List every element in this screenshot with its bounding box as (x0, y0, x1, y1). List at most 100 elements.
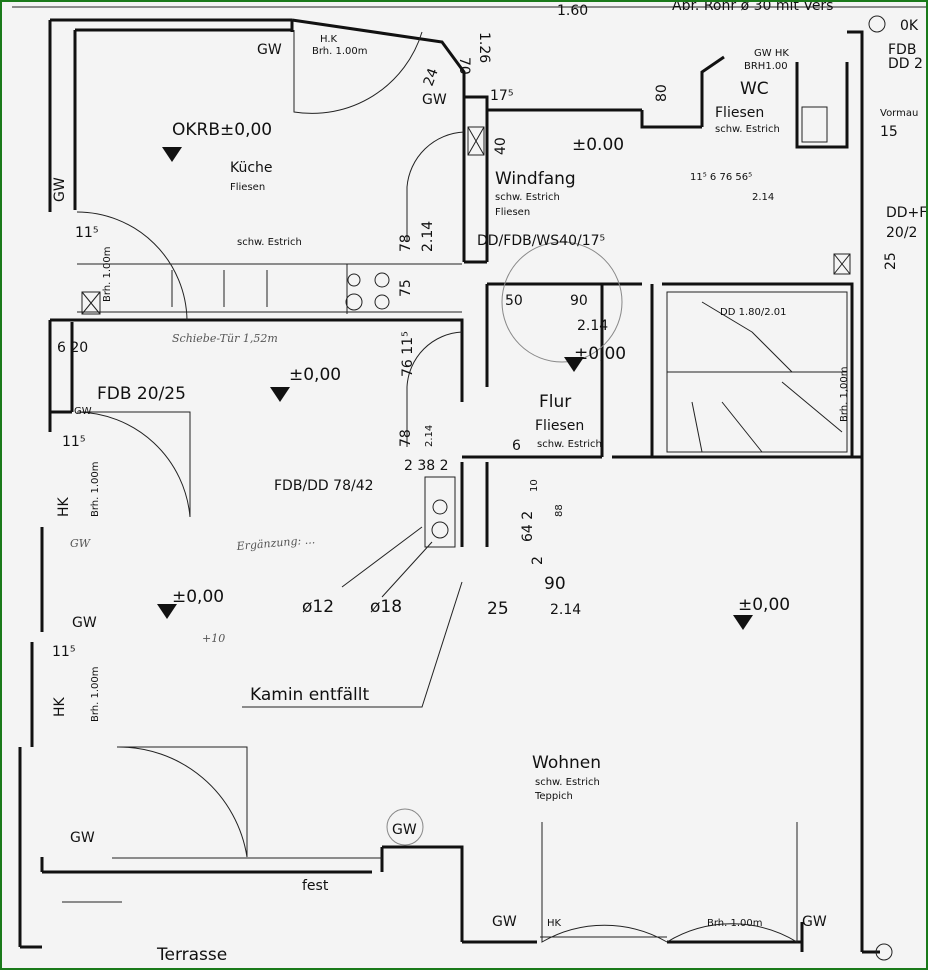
kamin-note: Kamin entfällt (250, 685, 369, 705)
dim-label: 2.14 (752, 192, 774, 203)
dim-label: 11⁵ (75, 225, 98, 241)
dim-label: 90 (570, 293, 588, 309)
window-label: GW (70, 830, 95, 846)
dim-label: 6 (512, 438, 521, 454)
ws-label: DD/FDB/WS40/17⁵ (477, 233, 605, 249)
dim-label: ø12 (302, 597, 334, 617)
fdbdd-label: FDB/DD 78/42 (274, 478, 374, 494)
wc-window: GW HK (754, 48, 789, 59)
dim-label: 2 (530, 556, 546, 565)
dim-label: 78 (398, 234, 414, 252)
dim-label: 25 (487, 599, 509, 619)
level-essen: ±0,00 (289, 365, 341, 385)
handwritten-note: Ergänzung: ... (235, 533, 316, 553)
windfang-floor: Fliesen (495, 207, 530, 218)
dim-label: 75 (398, 279, 414, 297)
kueche-floor: Fliesen (230, 182, 265, 193)
window-label: GW (72, 615, 97, 631)
room-name-terrasse: Terrasse (156, 945, 227, 965)
dim-label: 11⁵ (52, 644, 75, 660)
wc-floor: Fliesen (715, 105, 764, 121)
wc-screed: schw. Estrich (715, 124, 780, 135)
level-flur: ±0,00 (574, 344, 626, 364)
dim-label: 11⁵ (62, 434, 85, 450)
room-name-wohnen: Wohnen (532, 753, 601, 773)
terrasse-fixed: fest (302, 878, 329, 894)
flur-floor: Fliesen (535, 418, 584, 434)
dim-label: 15 (880, 124, 898, 140)
window-label: Brh. 1.00m (312, 46, 368, 57)
window-label: Brh. 1.00m (90, 462, 101, 518)
kueche-screed: schw. Estrich (237, 237, 302, 248)
dim-label: ø18 (370, 597, 402, 617)
dim-label: 2.14 (550, 602, 581, 618)
dim-label: 64 2 (520, 511, 536, 542)
window-label: Brh. 1.00m (90, 667, 101, 723)
walls (18, 18, 880, 954)
window-label: HK (52, 696, 68, 717)
window-label: HK (547, 918, 562, 929)
dim-label: 70 (456, 57, 472, 75)
dim-label: 40 (493, 137, 509, 155)
wohnen-floor: Teppich (534, 791, 573, 802)
dim-label: 80 (654, 84, 670, 102)
handwritten-gw: GW (70, 537, 92, 550)
dim-label: 25 (883, 252, 899, 270)
flur-screed: schw. Estrich (537, 439, 602, 450)
room-name-kueche: Küche (230, 160, 273, 176)
level-wohnen: ±0,00 (738, 595, 790, 615)
window-label: GW (52, 177, 68, 202)
dim-label: 1.26 (476, 32, 492, 63)
dim-label: 2 38 2 (404, 458, 449, 474)
top-note: Abr. Rohr ø 30 mit Vers (672, 2, 833, 14)
window-label: GW (422, 92, 447, 108)
window-label: HK (56, 496, 72, 517)
right-note: FDB (888, 42, 916, 58)
level-kueche: OKRB±0,00 (172, 120, 272, 140)
note: Vormau (880, 108, 918, 119)
details (12, 6, 926, 961)
room-name-wc: WC (740, 79, 769, 99)
dim-label: 78 (398, 429, 414, 447)
dim-label: 76 11⁵ (400, 331, 416, 377)
level-marker-icon (162, 147, 182, 162)
window-label: Brh. 1.00m (102, 247, 113, 303)
windfang-screed: schw. Estrich (495, 192, 560, 203)
dim-label: 10 (529, 479, 540, 492)
right-note: DD 2 (888, 56, 923, 72)
window-label: Brh. 1,00m (839, 367, 850, 423)
window-label: GW (74, 406, 92, 417)
fdb-label: FDB 20/25 (97, 384, 186, 404)
window-label: GW (257, 42, 282, 58)
wc-brh: BRH1.00 (744, 61, 788, 72)
handwritten-note: +10 (202, 632, 225, 645)
note: 20/2 (886, 225, 917, 241)
dim-label: 2.14 (420, 221, 436, 252)
dim-label: 2.14 (577, 318, 608, 334)
level-marker-icon (564, 357, 584, 372)
dim-label: 24 (421, 66, 442, 88)
handwritten-note: Schiebe-Tür 1,52m (172, 332, 278, 345)
window-label: GW (492, 914, 517, 930)
dim-label: 1.60 (557, 3, 588, 19)
window-label: Brh. 1.00m (707, 918, 763, 929)
level-links: ±0,00 (172, 587, 224, 607)
stair-label: DD 1.80/2.01 (720, 307, 786, 318)
room-name-windfang: Windfang (495, 169, 576, 189)
window-label: GW (392, 822, 417, 838)
dim-label: 11⁵ 6 76 56⁵ (690, 172, 752, 183)
dim-label: 17⁵ (490, 88, 513, 104)
wohnen-screed: schw. Estrich (535, 777, 600, 788)
dim-label: 90 (544, 574, 566, 594)
level-marker-icon (157, 604, 177, 619)
right-note: 0K (900, 18, 919, 34)
note: DD+F (886, 205, 927, 221)
level-marker-icon (270, 387, 290, 402)
level-marker-icon (733, 615, 753, 630)
dim-label: 6 20 (57, 340, 88, 356)
window-label: H.K (320, 34, 338, 45)
window-label: GW (802, 914, 827, 930)
dim-label: 50 (505, 293, 523, 309)
